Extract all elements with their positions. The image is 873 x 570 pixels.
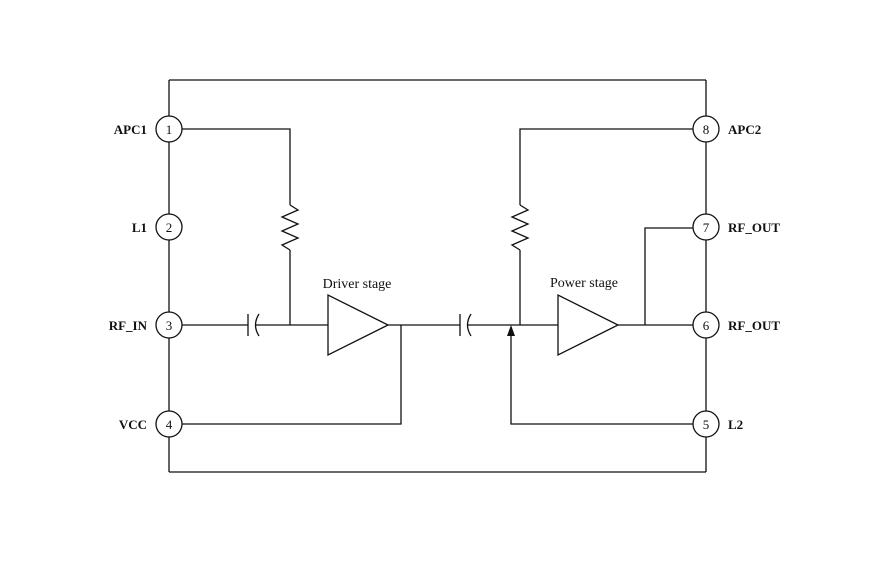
driver-output-network bbox=[182, 313, 558, 425]
pin-4-number: 4 bbox=[166, 417, 173, 432]
driver-stage-label: Driver stage bbox=[323, 277, 392, 292]
pin-1-label: APC1 bbox=[114, 122, 147, 137]
pin-4: 4 VCC bbox=[119, 410, 183, 438]
pin-8-label: APC2 bbox=[728, 122, 761, 137]
pin-2: 2 L1 bbox=[132, 213, 183, 241]
pin-1: 1 APC1 bbox=[114, 115, 183, 143]
power-amplifier bbox=[557, 293, 620, 357]
pin-5: 5 L2 bbox=[692, 410, 743, 438]
pin-4-label: VCC bbox=[119, 417, 147, 432]
pin-2-number: 2 bbox=[166, 220, 173, 235]
power-stage-label: Power stage bbox=[550, 276, 618, 291]
apc1-bias-network bbox=[182, 128, 300, 325]
pin-3: 3 RF_IN bbox=[109, 311, 183, 339]
pin-8: 8 APC2 bbox=[692, 115, 761, 143]
apc2-bias-network bbox=[510, 128, 693, 325]
pin-7: 7 RF_OUT bbox=[692, 213, 780, 241]
pin-5-label: L2 bbox=[728, 417, 743, 432]
pin-6: 6 RF_OUT bbox=[692, 311, 780, 339]
rf-input-path bbox=[182, 313, 328, 337]
pin-7-number: 7 bbox=[703, 220, 710, 235]
pin-5-number: 5 bbox=[703, 417, 710, 432]
pin-6-number: 6 bbox=[703, 318, 710, 333]
pin-8-number: 8 bbox=[703, 122, 710, 137]
power-bias-resistor bbox=[510, 204, 530, 251]
driver-bias-resistor bbox=[280, 204, 300, 251]
pin-3-number: 3 bbox=[166, 318, 173, 333]
l2-feed bbox=[507, 325, 693, 425]
l2-arrowhead bbox=[507, 325, 515, 336]
pin-6-label: RF_OUT bbox=[728, 318, 780, 333]
pin-1-number: 1 bbox=[166, 122, 173, 137]
pin-7-label: RF_OUT bbox=[728, 220, 780, 235]
power-output-network bbox=[618, 227, 693, 326]
driver-amplifier bbox=[327, 293, 390, 357]
pin-3-label: RF_IN bbox=[109, 318, 148, 333]
package-outline bbox=[168, 79, 707, 473]
pin-2-label: L1 bbox=[132, 220, 147, 235]
